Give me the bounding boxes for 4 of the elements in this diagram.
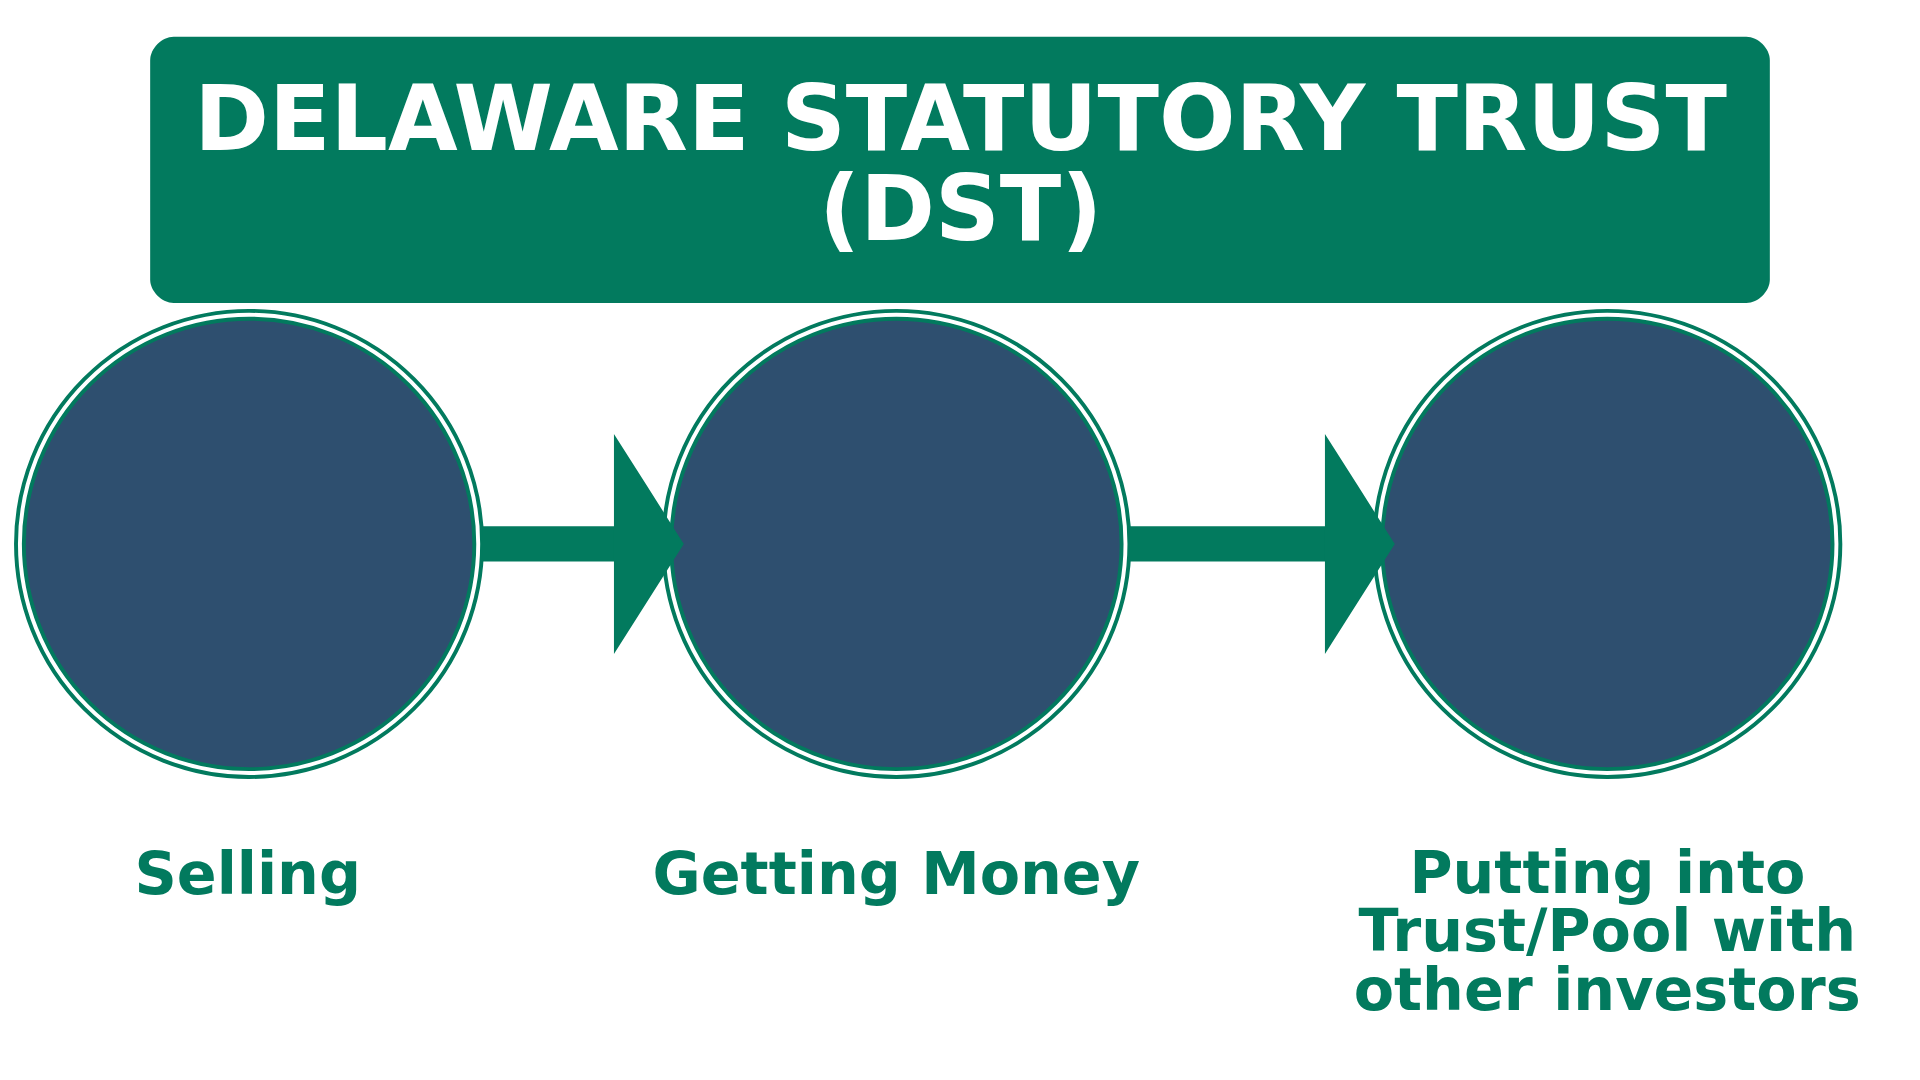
diagram-title: DELAWARE STATUTORY TRUST (DST) xyxy=(194,65,1727,261)
node-label: Putting into Trust/Pool with other investors xyxy=(1353,837,1861,1025)
node-label: Getting Money xyxy=(652,838,1141,908)
node-label: Selling xyxy=(134,838,361,908)
